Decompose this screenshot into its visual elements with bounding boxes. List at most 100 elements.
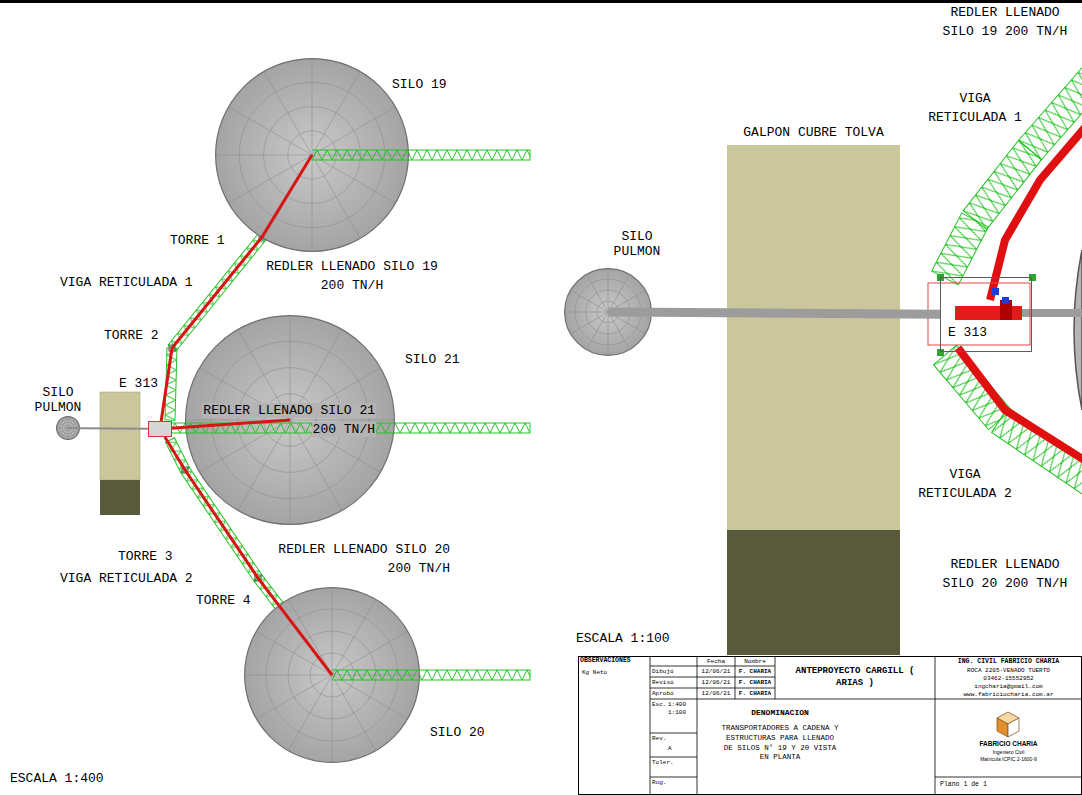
text-holder: DENOMINACION — [700, 708, 860, 718]
text-holder: Aprobó — [652, 690, 674, 698]
silo-outline — [565, 269, 652, 356]
text-holder: www.fabriciocharia.com.ar — [937, 691, 1080, 698]
table-cell: 12/06/21 — [702, 679, 731, 686]
text-holder: 12/06/21 — [697, 679, 735, 687]
text-holder: ingcharia@gmail.com — [937, 683, 1080, 690]
text-holder: Revisó — [652, 679, 674, 687]
text-holder: E 313 — [948, 326, 987, 341]
silo-radial — [312, 59, 313, 155]
silo-outline — [245, 588, 420, 763]
table-cell: ROCA 2205-VENADO TUERTO — [967, 667, 1050, 674]
truss-beam — [963, 141, 1042, 230]
silo-radial — [587, 275, 609, 312]
text-holder: 12/06/21 — [697, 690, 735, 698]
table-cell: www.fabriciocharia.com.ar — [963, 691, 1053, 698]
table-cell: Aprobó — [652, 690, 674, 697]
text-holder: REDLER LLENADO SILO 21 200 TN/H — [196, 402, 376, 440]
text-holder: SILO PULMON — [33, 386, 83, 416]
silo-outline — [216, 59, 409, 252]
truss-label: VIGA RETICULADA 2 — [918, 467, 1012, 501]
text-holder: 1:400 1:100 — [668, 701, 694, 718]
text-holder: A — [668, 745, 672, 753]
silo-radial — [290, 420, 394, 421]
inner-conveyor — [279, 605, 332, 675]
table-cell: Plano 1 de 1 — [940, 781, 987, 788]
silo-radial — [68, 428, 79, 429]
silo-drawing — [244, 587, 420, 763]
silo-radial — [216, 155, 312, 156]
hopper-shed: GALPON CUBRE TOLVA — [727, 145, 900, 655]
tower-label: TORRE 2 — [104, 328, 159, 343]
tower-label: TORRE 4 — [196, 593, 251, 608]
hopper-shed — [100, 392, 140, 480]
silo-drawing — [215, 58, 409, 252]
silo-label: SILO PULMON — [614, 229, 661, 259]
logo-cube — [1008, 718, 1019, 737]
conveyor-label: REDLER LLENADO SILO 19 200 TN/H — [943, 5, 1068, 39]
table-cell: ANTEPROYECTO CARGILL ( ARIAS ) — [796, 666, 915, 688]
text-holder: OBSERVACIONES — [580, 657, 631, 665]
text-holder: ING. CIVIL FABRICIO CHARIA — [937, 658, 1080, 666]
truss-label: VIGA RETICULADA 2 — [60, 571, 193, 586]
text-holder: SILO 19 — [392, 78, 447, 93]
elevator-outline — [928, 283, 1030, 345]
text-holder: Nombre — [735, 658, 775, 666]
silo-radial — [608, 312, 609, 355]
text-holder: TRANSPORTADORES A CADENA Y ESTRUCTURAS P… — [720, 724, 840, 763]
silo-radial — [245, 675, 332, 676]
inner-conveyor — [68, 427, 80, 429]
table-cell: Revisó — [652, 679, 674, 686]
conveyor-label: REDLER LLENADO SILO 21 200 TN/H — [202, 403, 376, 437]
title-block — [579, 657, 1082, 795]
text-holder: REDLER LLENADO SILO 20 200 TN/H — [250, 541, 450, 579]
text-holder: F. CHARIA — [735, 668, 775, 676]
text-holder: VIGA RETICULADA 2 — [60, 570, 193, 589]
text-holder: Esc. — [652, 701, 666, 709]
table-cell: 1:400 1:100 — [668, 701, 686, 716]
table-cell: F. CHARIA — [739, 679, 771, 686]
text-holder: 12/06/21 — [697, 668, 735, 676]
silo-drawing — [56, 416, 80, 440]
text-holder: FABRICIO CHARIA — [937, 740, 1080, 748]
silo-radial — [229, 155, 312, 203]
text-holder: Ingeniero Civil — [937, 749, 1080, 755]
text-holder: REDLER LLENADO SILO 20 200 TN/H — [940, 556, 1070, 594]
conveyor-label: REDLER LLENADO SILO 20 200 TN/H — [943, 557, 1068, 591]
table-cell: Fecha — [707, 658, 725, 665]
table-cell: A — [668, 745, 672, 752]
table-cell: TRANSPORTADORES A CADENA Y ESTRUCTURAS P… — [721, 724, 838, 761]
table-cell: Esc. — [652, 701, 666, 708]
silo-radial — [289, 600, 333, 675]
conveyor-connector — [172, 426, 185, 430]
text-holder: Kg Neto — [582, 669, 607, 677]
silo-drawing — [185, 315, 395, 525]
silo-radial — [332, 675, 407, 719]
text-holder: E 313 — [119, 377, 158, 392]
text-holder: TORRE 2 — [104, 327, 159, 346]
truss-beam — [332, 670, 420, 680]
table-cell: Kg Neto — [582, 669, 607, 676]
logo-text: Matrícula ICPIC 2-1600-9 — [980, 756, 1037, 762]
sheet-border — [0, 0, 1082, 3]
silo-radial — [68, 428, 69, 439]
text-holder: TORRE 3 — [118, 548, 173, 567]
silo-outline — [57, 417, 80, 440]
table-cell: ingcharia@gmail.com — [974, 683, 1042, 690]
part-label: E 313 — [119, 376, 158, 391]
motor-symbol — [1002, 297, 1009, 304]
text-holder: 03462-15552952 — [937, 675, 1080, 682]
text-holder: SILO PULMON — [607, 230, 667, 260]
table-cell: ING. CIVIL FABRICIO CHARIA — [958, 658, 1059, 665]
silo-radial — [312, 72, 360, 155]
truss-label: VIGA RETICULADA 1 — [60, 275, 193, 290]
scale-note: ESCALA 1:100 — [576, 631, 670, 646]
silo-radial — [58, 428, 68, 434]
text-holder: F. CHARIA — [735, 679, 775, 687]
text-holder: VIGA RETICULADA 1 — [925, 90, 1025, 128]
silo-drawing — [564, 268, 652, 356]
table-cell: 12/06/21 — [702, 668, 731, 675]
inner-conveyor — [185, 420, 290, 427]
table-cell: Dibujó — [652, 668, 674, 675]
